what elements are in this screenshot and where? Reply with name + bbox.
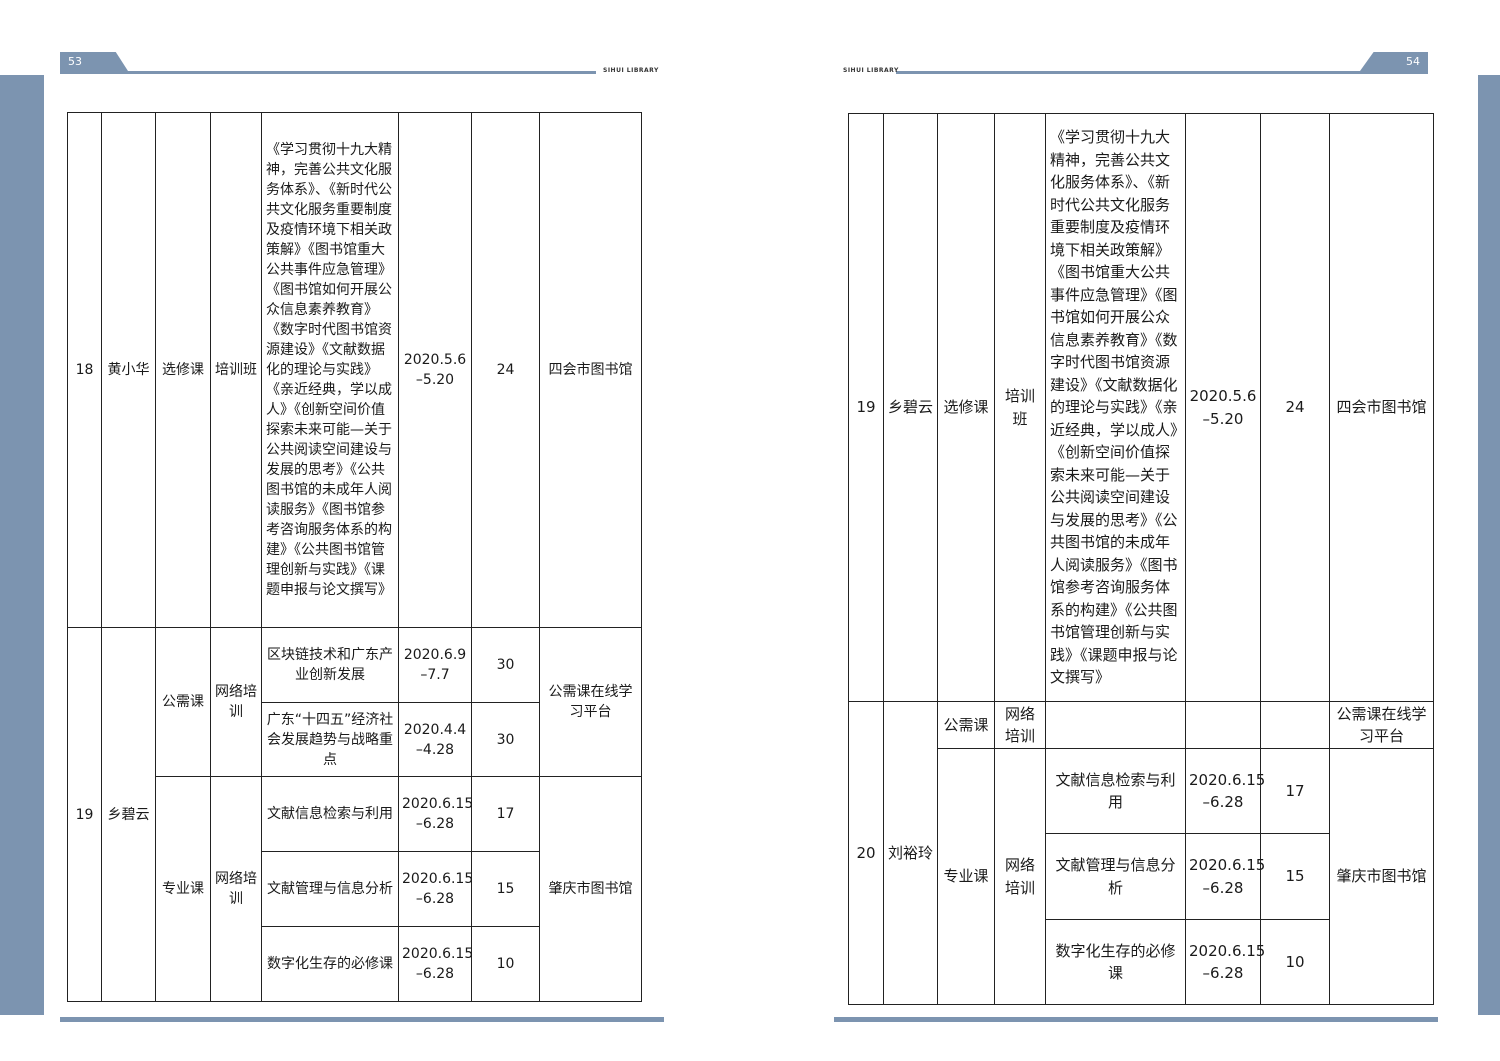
cell-course: 数字化生存的必修课 — [1045, 919, 1186, 1005]
cell-name: 刘裕玲 — [883, 701, 938, 1005]
cell-course: 数字化生存的必修课 — [261, 926, 399, 1002]
footer-rule-left — [60, 1017, 664, 1022]
cell-no: 20 — [848, 701, 884, 1005]
library-label-right: SIHUI LIBRARY — [843, 67, 899, 74]
left-side-bar — [0, 75, 44, 1015]
page-number-right: 54 — [1360, 52, 1428, 71]
cell-course: 文献管理与信息分析 — [1045, 833, 1186, 920]
cell-hours: 30 — [471, 702, 540, 777]
cell-hours: 24 — [1260, 113, 1330, 702]
cell-category: 公需课 — [155, 627, 211, 777]
cell-course-empty — [1045, 701, 1186, 749]
cell-type: 培训班 — [210, 112, 262, 628]
table-row: 专业课 网络培训 文献信息检索与利用 2020.6.15 –6.28 17 肇庆… — [68, 776, 642, 1002]
cell-hours: 17 — [471, 776, 540, 852]
table-row: 19 乡碧云 公需课 网络培训 区块链技术和广东产业创新发展 2020.6.9 … — [67, 627, 642, 1002]
cell-org: 肇庆市图书馆 — [1329, 748, 1434, 1005]
cell-category: 专业课 — [155, 776, 211, 1002]
footer-rule-right — [834, 1017, 1438, 1022]
table-row: 数字化生存的必修课 2020.6.15 –6.28 10 — [68, 926, 642, 1002]
cell-date: 2020.6.15 –6.28 — [398, 776, 473, 852]
cell-org: 四会市图书馆 — [1329, 113, 1434, 702]
training-table-right: 19 乡碧云 选修课 培训班 《学习贯彻十九大精神，完善公共文化服务体系》、《新… — [848, 113, 1434, 1005]
header-rule-left — [60, 71, 596, 74]
cell-hours: 24 — [471, 112, 540, 628]
cell-name: 黄小华 — [101, 112, 156, 628]
cell-course: 广东“十四五”经济社会发展趋势与战略重点 — [261, 702, 399, 777]
cell-category: 专业课 — [937, 748, 995, 1005]
table-row: 20 刘裕玲 公需课 网络培训 公需课在线学习平台 — [848, 701, 1434, 1005]
cell-org: 肇庆市图书馆 — [539, 776, 642, 1002]
cell-date: 2020.4.4 –4.28 — [398, 702, 472, 777]
cell-type: 网络培训 — [994, 701, 1046, 749]
cell-type: 培训班 — [994, 113, 1046, 702]
cell-org: 公需课在线学习平台 — [539, 627, 642, 777]
cell-course: 文献信息检索与利用 — [261, 776, 399, 852]
cell-date: 2020.5.6 –5.20 — [1185, 113, 1261, 702]
cell-name: 乡碧云 — [101, 627, 156, 1002]
cell-hours: 10 — [471, 926, 540, 1002]
cell-date: 2020.6.15 –6.28 — [1185, 833, 1265, 920]
cell-category: 选修课 — [155, 112, 211, 628]
cell-course: 区块链技术和广东产业创新发展 — [261, 627, 399, 703]
cell-no: 19 — [848, 113, 884, 702]
cell-course: 文献信息检索与利用 — [1045, 748, 1186, 834]
table-row: 广东“十四五”经济社会发展趋势与战略重点 2020.4.4 –4.28 30 — [68, 702, 642, 777]
cell-category: 公需课 — [937, 701, 995, 749]
page-number-left: 53 — [60, 52, 128, 71]
cell-name: 乡碧云 — [883, 113, 938, 702]
cell-hours-empty — [1260, 701, 1330, 749]
cell-hours: 10 — [1260, 919, 1330, 1005]
table-row: 文献管理与信息分析 2020.6.15 –6.28 15 — [68, 851, 642, 927]
cell-org: 四会市图书馆 — [539, 112, 642, 628]
table-row: 专业课 网络培训 文献信息检索与利用 2020.6.15 –6.28 17 肇庆… — [849, 748, 1434, 1005]
cell-date-empty — [1185, 701, 1261, 749]
cell-date: 2020.6.9 –7.7 — [398, 627, 472, 703]
cell-hours: 15 — [1260, 833, 1330, 920]
cell-type: 网络培训 — [210, 776, 262, 1002]
header-rule-right — [896, 71, 1428, 74]
cell-org: 公需课在线学习平台 — [1329, 701, 1434, 749]
right-side-bar — [1478, 75, 1500, 1015]
cell-date: 2020.6.15 –6.28 — [1185, 748, 1265, 834]
cell-no: 19 — [67, 627, 102, 1002]
cell-date: 2020.6.15 –6.28 — [398, 851, 473, 927]
table-row: 数字化生存的必修课 2020.6.15 –6.28 10 — [849, 919, 1434, 1005]
training-table-left: 18 黄小华 选修课 培训班 《学习贯彻十九大精神，完善公共文化服务体系》、《新… — [67, 112, 642, 1002]
cell-hours: 15 — [471, 851, 540, 927]
cell-date: 2020.6.15 –6.28 — [398, 926, 473, 1002]
cell-hours: 30 — [471, 627, 540, 703]
cell-hours: 17 — [1260, 748, 1330, 834]
cell-category: 选修课 — [937, 113, 995, 702]
cell-course: 《学习贯彻十九大精神，完善公共文化服务体系》、《新时代公共文化服务重要制度及疫情… — [261, 112, 399, 628]
cell-date: 2020.5.6 –5.20 — [398, 112, 472, 628]
cell-no: 18 — [67, 112, 102, 628]
cell-course: 《学习贯彻十九大精神，完善公共文化服务体系》、《新时代公共文化服务重要制度及疫情… — [1045, 113, 1186, 702]
table-row: 19 乡碧云 选修课 培训班 《学习贯彻十九大精神，完善公共文化服务体系》、《新… — [848, 113, 1434, 702]
cell-date: 2020.6.15 –6.28 — [1185, 919, 1265, 1005]
table-row: 18 黄小华 选修课 培训班 《学习贯彻十九大精神，完善公共文化服务体系》、《新… — [67, 112, 642, 628]
cell-type: 网络培训 — [210, 627, 262, 777]
cell-type: 网络培训 — [994, 748, 1046, 1005]
library-label-left: SIHUI LIBRARY — [603, 67, 659, 74]
cell-course: 文献管理与信息分析 — [261, 851, 399, 927]
